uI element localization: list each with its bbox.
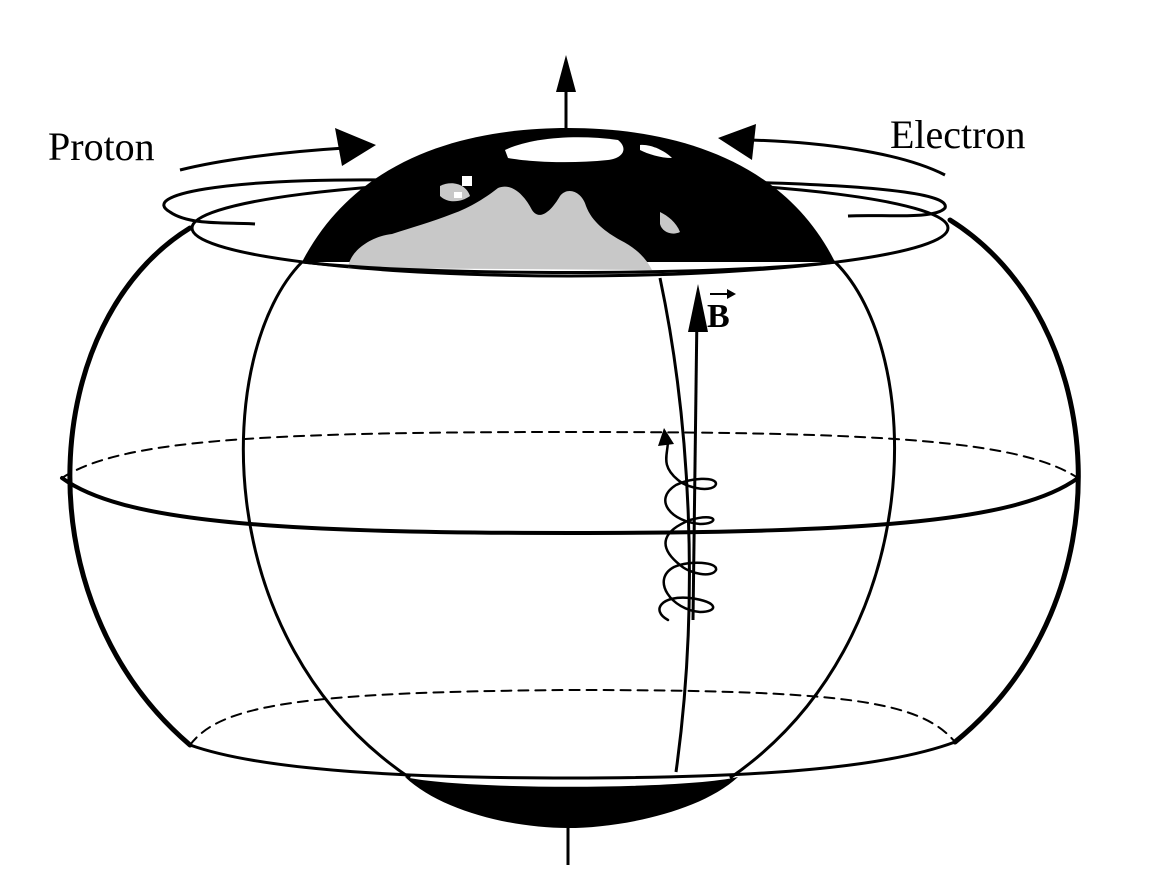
electron-drift-arc [739, 180, 947, 218]
belt-equator-ring-back [61, 430, 1079, 479]
field-vector-arrowhead-icon [688, 284, 708, 332]
earth [241, 128, 896, 828]
electron-label: Electron [890, 112, 1026, 157]
earth-land-strip [660, 212, 680, 234]
electron-arrowhead-icon [718, 124, 756, 160]
proton-arrowhead-icon [335, 128, 376, 166]
earth-polar-ice [505, 137, 624, 163]
proton-label: Proton [48, 124, 155, 169]
electron-drift: Electron [718, 112, 1026, 218]
belt-bottom-ring-front [188, 740, 957, 780]
proton-drift-top [179, 146, 346, 172]
radiation-belt-torus [60, 178, 1081, 780]
axis-arrowhead-icon [556, 55, 576, 92]
proton-drift: Proton [48, 124, 396, 226]
earth-ice-patch [640, 144, 672, 158]
right-arrow-overline-icon [710, 289, 736, 299]
magnetic-field-line: B [658, 277, 736, 773]
belt-left-outline [67, 225, 193, 748]
belt-bottom-ring-back [189, 688, 956, 746]
field-vector-label: B [707, 298, 730, 335]
earth-speck [454, 192, 462, 198]
earth-outline-left [241, 260, 411, 780]
earth-cap-boundary [301, 260, 836, 274]
field-line-curve [658, 277, 691, 773]
belt-equator-ring-front [60, 476, 1080, 536]
proton-drift-arc [162, 178, 396, 226]
earth-outline-right [729, 260, 896, 780]
rotation-axis [556, 55, 576, 865]
field-vector-shaft [691, 311, 699, 621]
particle-helix [658, 428, 718, 622]
belt-right-outline [947, 217, 1081, 745]
helix-arrowhead-icon [658, 428, 674, 446]
electron-drift-top [749, 138, 946, 177]
earth-land-mass [348, 186, 652, 270]
earth-speck [462, 176, 472, 186]
helix-trajectory [658, 438, 718, 622]
earth-south-cap [405, 777, 738, 828]
